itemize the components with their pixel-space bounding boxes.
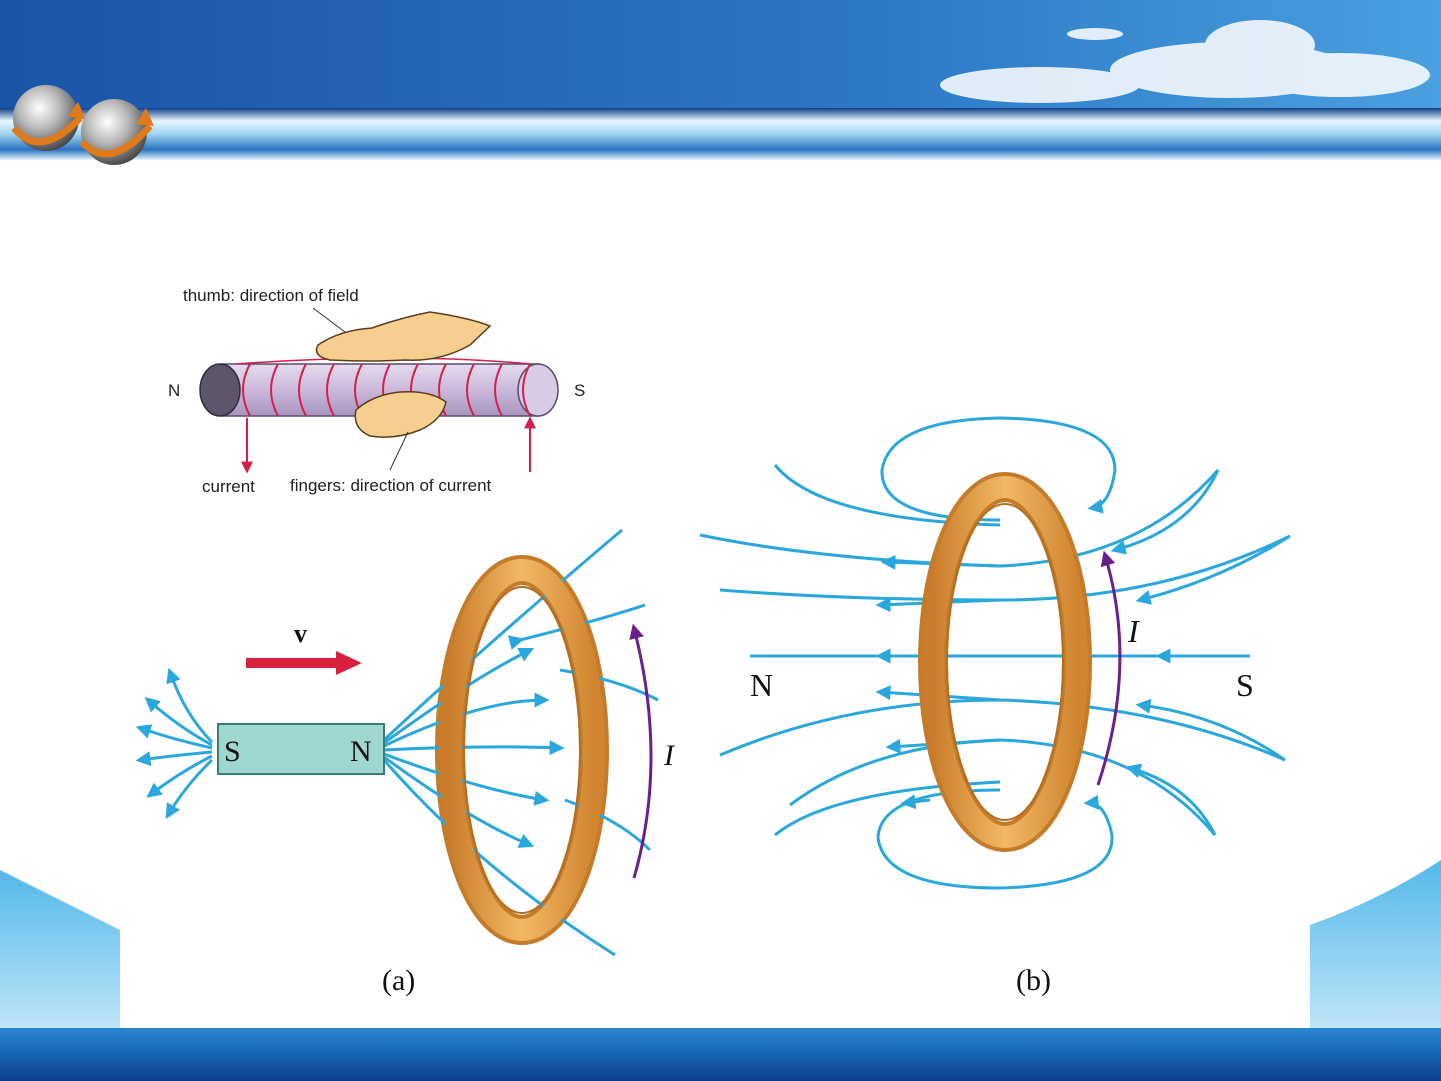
field-lines-right bbox=[384, 530, 658, 955]
fingers-label: fingers: direction of current bbox=[290, 476, 492, 495]
current-i-label-b: I bbox=[1127, 613, 1140, 649]
current-i-label-a: I bbox=[663, 739, 676, 772]
solenoid-s-label: S bbox=[574, 381, 585, 400]
solenoid-diagram bbox=[200, 308, 558, 472]
header-band bbox=[0, 108, 1441, 160]
magnet-n-label: N bbox=[350, 735, 372, 768]
figure-a bbox=[140, 530, 658, 955]
current-label: current bbox=[202, 477, 255, 496]
thumb-label: thumb: direction of field bbox=[183, 286, 359, 305]
caption-a: (a) bbox=[382, 964, 415, 997]
hand-thumb-illustration bbox=[317, 312, 491, 361]
right-side-decoration bbox=[1310, 860, 1441, 1030]
caption-b: (b) bbox=[1016, 964, 1051, 997]
induced-current-arrow-a bbox=[634, 628, 651, 878]
field-lines-left bbox=[140, 672, 212, 815]
figure-b-s-label: S bbox=[1236, 667, 1254, 703]
solenoid-n-label: N bbox=[168, 381, 180, 400]
figure-b-n-label: N bbox=[750, 667, 773, 703]
velocity-label: v bbox=[294, 619, 307, 648]
left-side-decoration bbox=[0, 870, 120, 1030]
footer-band bbox=[0, 1028, 1441, 1081]
figure-b bbox=[700, 418, 1290, 888]
magnet-s-label: S bbox=[224, 735, 241, 768]
